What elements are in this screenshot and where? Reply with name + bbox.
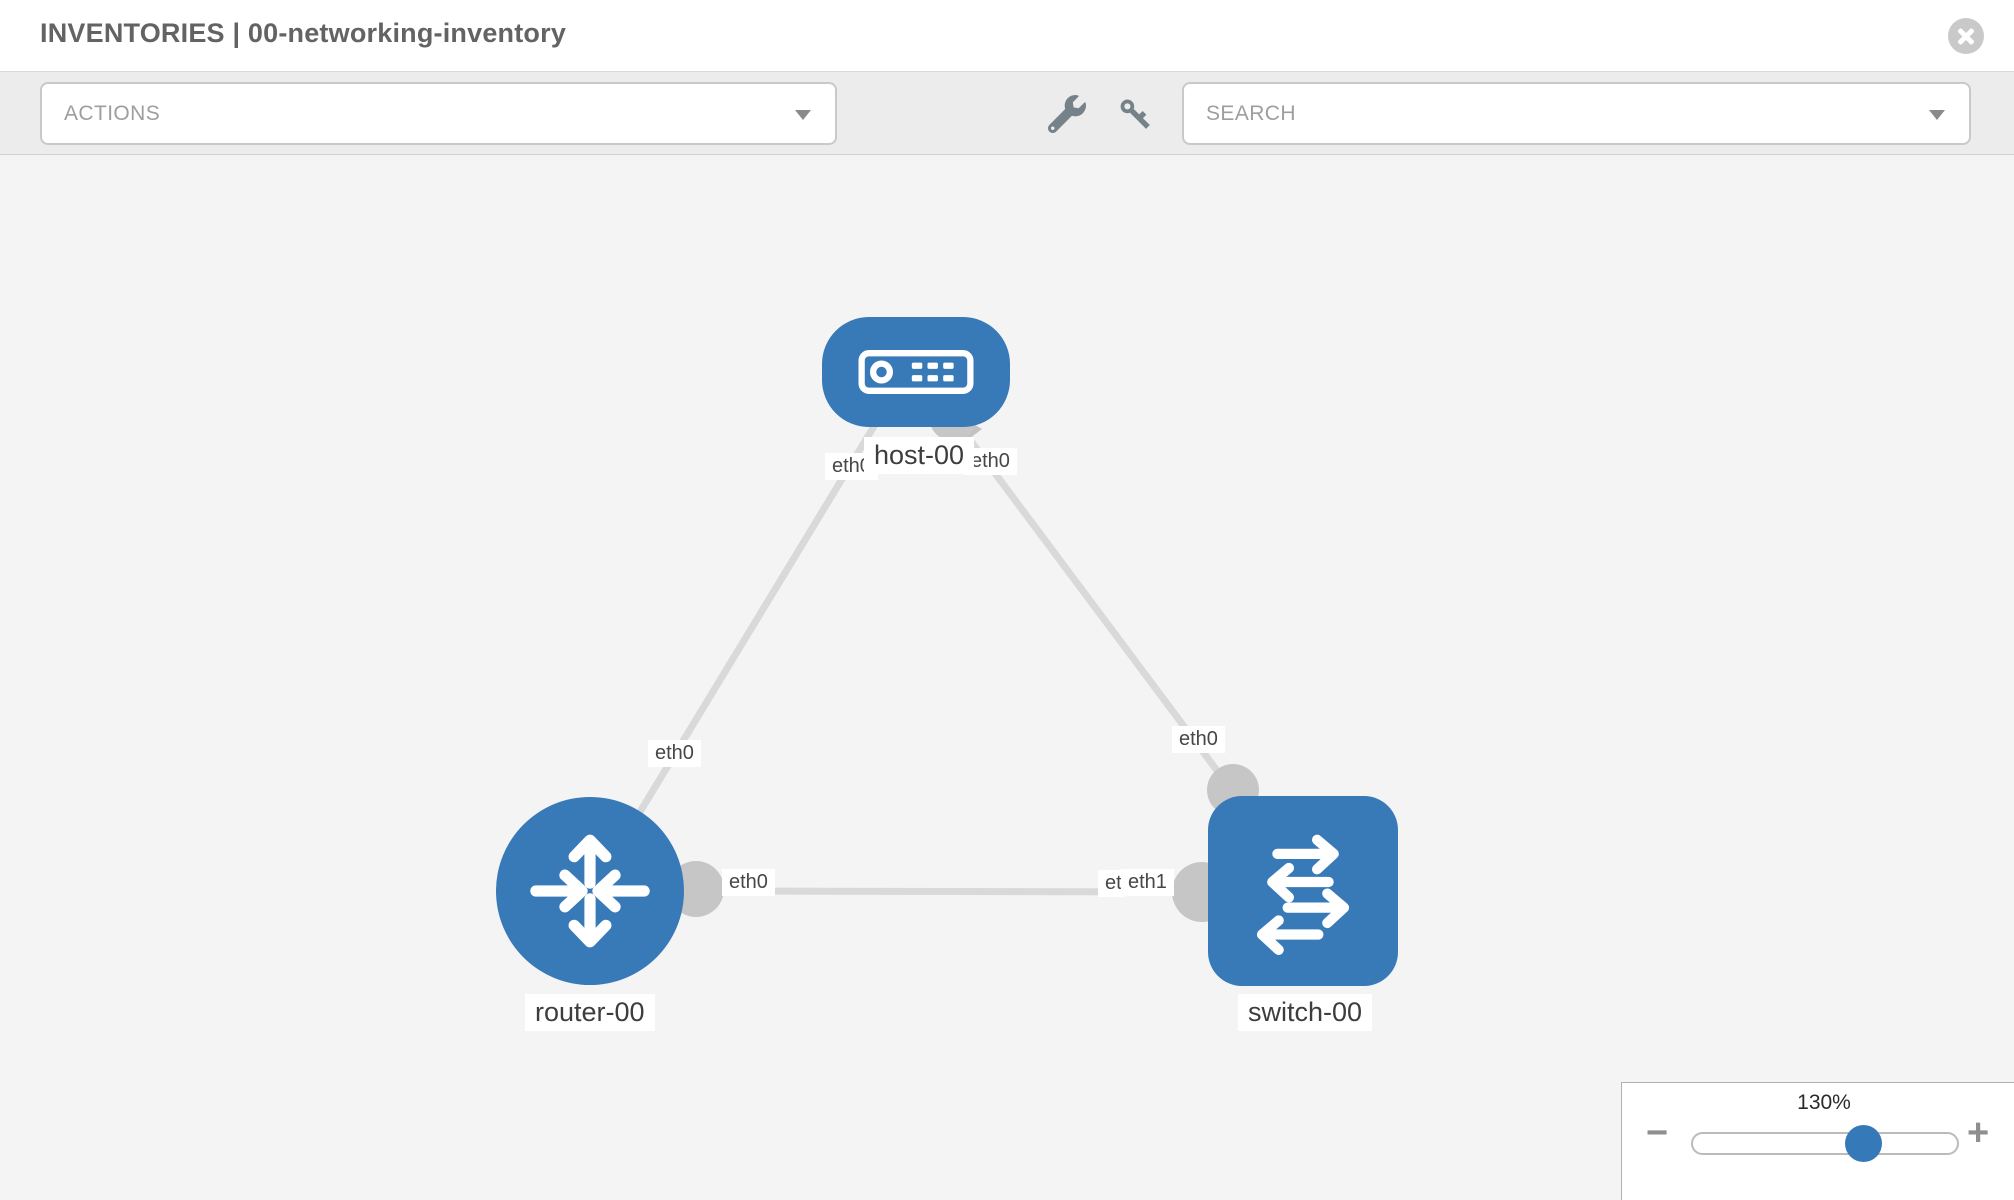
topology-edges — [589, 393, 1259, 922]
tools-button[interactable] — [1047, 95, 1086, 134]
zoom-level-value: 130% — [1797, 1091, 1851, 1114]
actions-dropdown[interactable]: ACTIONS — [40, 82, 837, 145]
toolbar: ACTIONS SEARCH — [0, 72, 2014, 155]
key-icon — [1120, 99, 1150, 129]
zoom-out-button[interactable]: − — [1646, 1112, 1669, 1154]
zoom-slider-track[interactable] — [1691, 1132, 1959, 1155]
node-label-router-00: router-00 — [525, 994, 655, 1031]
zoom-in-button[interactable]: + — [1967, 1112, 1990, 1154]
search-dropdown-label: SEARCH — [1206, 101, 1296, 125]
search-dropdown[interactable]: SEARCH — [1182, 82, 1971, 145]
wrench-icon — [1047, 95, 1086, 134]
header: INVENTORIES | 00-networking-inventory — [0, 0, 2014, 72]
interface-label: eth0 — [648, 740, 701, 767]
node-label-host-00: host-00 — [864, 437, 975, 474]
close-button[interactable] — [1948, 18, 1984, 54]
actions-dropdown-label: ACTIONS — [64, 101, 161, 125]
host-icon — [858, 350, 974, 394]
node-host-00[interactable] — [822, 317, 1010, 427]
topology-canvas[interactable]: eth0 eth0 eth0 eth0 eth0 eth0 eth1 host-… — [0, 155, 2014, 1200]
interface-label-overlapped: eth0 — [1098, 870, 1125, 897]
interface-label: eth0 — [1172, 726, 1225, 753]
page-title: INVENTORIES | 00-networking-inventory — [40, 18, 567, 48]
zoom-slider-thumb[interactable] — [1845, 1125, 1882, 1162]
zoom-control-panel: 130% − + — [1621, 1082, 2014, 1200]
interface-label: eth1 — [1121, 869, 1174, 896]
router-icon — [530, 834, 650, 948]
credentials-button[interactable] — [1116, 95, 1154, 133]
node-switch-00[interactable] — [1208, 796, 1398, 986]
node-label-switch-00: switch-00 — [1238, 994, 1373, 1031]
node-router-00[interactable] — [496, 797, 684, 985]
interface-label: eth0 — [722, 869, 775, 896]
switch-icon — [1256, 834, 1350, 955]
chevron-down-icon — [795, 109, 811, 120]
chevron-down-icon — [1929, 109, 1945, 120]
